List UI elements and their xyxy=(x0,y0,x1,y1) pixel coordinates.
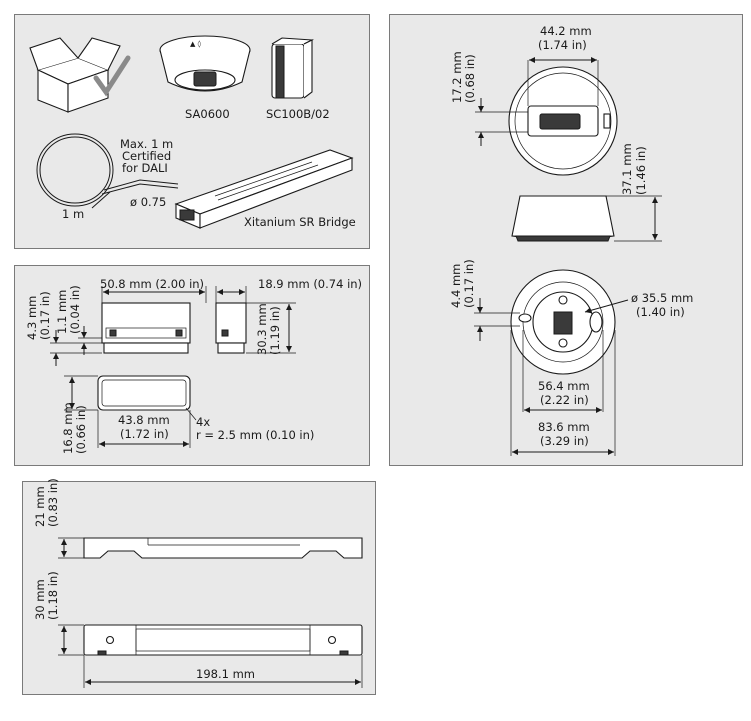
cut-w-in: (1.72 in) xyxy=(120,427,169,441)
sensor-side-view xyxy=(511,195,615,242)
outer-dia-in: (3.29 in) xyxy=(540,434,589,448)
dali-cable-illustration xyxy=(36,133,179,209)
bridge-label: Xitanium SR Bridge xyxy=(244,215,356,229)
sc-depth-label: 18.9 mm (0.74 in) xyxy=(258,277,362,291)
bridge-h-mm: 21 mm xyxy=(33,486,47,527)
corner-radius: r = 2.5 mm (0.10 in) xyxy=(196,428,314,442)
hole-dia-mm: ø 35.5 mm xyxy=(631,291,693,305)
sc-b-in: (0.04 in) xyxy=(68,285,82,334)
sc-dimensions-panel xyxy=(14,265,370,466)
box-illustration xyxy=(29,37,131,113)
bridge-d-in: (1.18 in) xyxy=(46,571,60,620)
height-in: (1.46 in) xyxy=(634,146,648,195)
cut-h-mm: 16.8 mm xyxy=(61,402,75,454)
sc-b-mm: 1.1 mm xyxy=(55,290,69,334)
cable-length-label: 1 m xyxy=(62,207,84,221)
corner-radius-leader xyxy=(185,407,197,421)
cable-note-dali: for DALI xyxy=(122,161,168,175)
bridge-length-label: 198.1 mm xyxy=(196,667,255,681)
top-width-mm: 44.2 mm xyxy=(540,24,592,38)
bridge-h-in: (0.83 in) xyxy=(46,478,60,527)
sc100b-illustration xyxy=(271,37,315,99)
sc-height-mm: 30.3 mm xyxy=(255,303,269,355)
bridge-side-view xyxy=(83,537,363,559)
inner-dia-mm: 56.4 mm xyxy=(538,379,590,393)
bridge-d-mm: 30 mm xyxy=(33,579,47,620)
sc-front-view xyxy=(101,302,191,354)
cut-h-in: (0.66 in) xyxy=(74,405,88,454)
hole-dia-in: (1.40 in) xyxy=(636,305,685,319)
sensor-bottom-view xyxy=(510,269,616,375)
bridge-top-view xyxy=(83,624,363,656)
base-mm: 4.4 mm xyxy=(449,264,463,308)
slot-mm: 17.2 mm xyxy=(450,51,464,103)
svg-text:▲ ◊: ▲ ◊ xyxy=(190,40,202,48)
sc-cutout-inner xyxy=(101,379,187,407)
sc-width-label: 50.8 mm (2.00 in) xyxy=(100,277,204,291)
sc-a-mm: 4.3 mm xyxy=(25,296,39,340)
sc-side-view xyxy=(215,302,247,354)
cable-note-certified: Certified xyxy=(122,149,171,163)
sensor-top-view xyxy=(508,66,618,176)
cable-note-max: Max. 1 m xyxy=(120,137,173,151)
cut-w-mm: 43.8 mm xyxy=(118,413,170,427)
bridge-dimensions-panel xyxy=(22,481,376,695)
sa0600-sensor-illustration: ▲ ◊ xyxy=(159,35,251,92)
base-in: (0.17 in) xyxy=(462,259,476,308)
sc-height-in: (1.19 in) xyxy=(268,306,282,355)
outer-dia-mm: 83.6 mm xyxy=(538,420,590,434)
slot-in: (0.68 in) xyxy=(463,54,477,103)
cable-diameter-label: ø 0.75 xyxy=(130,195,166,209)
xitanium-bridge-illustration xyxy=(174,149,354,229)
sc-a-in: (0.17 in) xyxy=(38,291,52,340)
inner-dia-in: (2.22 in) xyxy=(540,393,589,407)
corner-count: 4x xyxy=(196,415,210,429)
hole-diameter-leader xyxy=(584,299,629,314)
sc100b-label: SC100B/02 xyxy=(266,107,330,121)
sc-cutout-outline xyxy=(97,375,191,411)
height-mm: 37.1 mm xyxy=(620,143,634,195)
sa0600-label: SA0600 xyxy=(185,107,230,121)
top-width-in: (1.74 in) xyxy=(538,38,587,52)
